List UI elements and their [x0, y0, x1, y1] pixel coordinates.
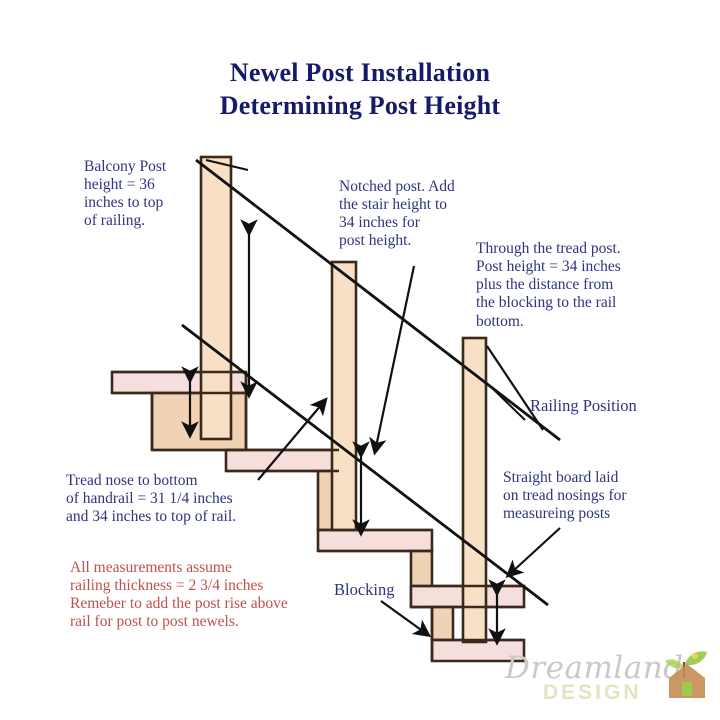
page-title: Newel Post Installation Determining Post… — [0, 56, 720, 123]
house-leaf-icon — [665, 651, 707, 698]
leader-notched-post — [369, 265, 416, 456]
annotation-blocking: Blocking — [334, 580, 395, 599]
annotation-railing-position: Railing Position — [530, 396, 637, 415]
leader-blocking — [380, 600, 432, 638]
through-tread-newel-post[interactable] — [461, 336, 488, 644]
leader-tread-nose — [257, 397, 328, 481]
leader-straight-board — [505, 527, 561, 578]
annotation-measurements-note: All measurements assume railing thicknes… — [70, 559, 288, 631]
annotation-tread-nose: Tread nose to bottom of handrail = 31 1/… — [66, 472, 237, 526]
leader-through-tread-post — [486, 345, 544, 431]
annotation-straight-board: Straight board laid on tread nosings for… — [503, 469, 627, 523]
annotation-balcony-post: Balcony Post height = 36 inches to top o… — [84, 158, 167, 230]
tread-upper — [224, 448, 341, 473]
watermark-design-text: DESIGN — [543, 681, 642, 704]
railing-position-line — [195, 158, 561, 442]
tread-middle — [316, 528, 434, 553]
annotation-through-tread-post: Through the tread post. Post height = 34… — [476, 240, 621, 330]
annotation-notched-post: Notched post. Add the stair height to 34… — [339, 178, 455, 250]
leader-balcony-post — [205, 159, 249, 171]
title-line-2: Determining Post Height — [219, 91, 501, 121]
watermark: Dreamland DESIGN — [505, 648, 710, 710]
riser-bottom — [430, 605, 455, 642]
leader-railing-position — [488, 384, 526, 421]
notched-newel-post[interactable] — [330, 260, 358, 532]
title-line-1: Newel Post Installation — [229, 58, 491, 87]
watermark-script-text: Dreamland — [505, 650, 684, 686]
